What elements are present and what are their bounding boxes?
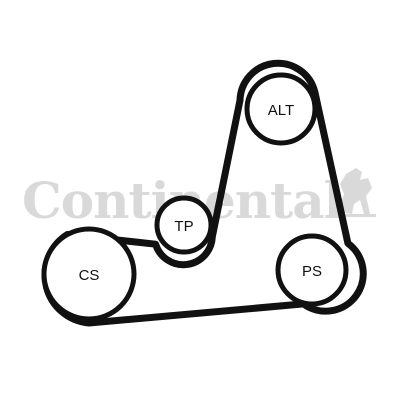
pulley-ps: PS bbox=[275, 233, 349, 307]
pulley-tp-label: TP bbox=[174, 218, 193, 235]
pulley-ps-label: PS bbox=[302, 263, 322, 280]
pulley-alt: ALT bbox=[244, 72, 318, 146]
pulley-alt-circle bbox=[244, 72, 318, 146]
pulley-ps-circle bbox=[275, 233, 349, 307]
rearing-horse-icon bbox=[338, 168, 372, 214]
pulley-alt-label: ALT bbox=[268, 102, 294, 119]
pulley-cs: CS bbox=[41, 226, 137, 322]
watermark-underline bbox=[330, 214, 376, 217]
pulley-tp-circle bbox=[154, 195, 214, 255]
pulley-tp: TP bbox=[154, 195, 214, 255]
pulley-cs-label: CS bbox=[79, 267, 100, 284]
pulley-cs-circle bbox=[41, 226, 137, 322]
